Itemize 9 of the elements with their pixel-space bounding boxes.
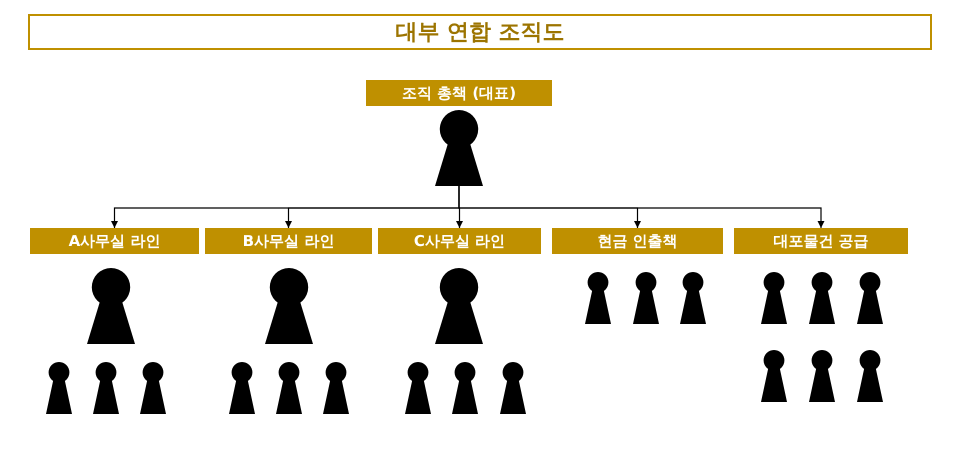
- role-label: 조직 총책 (대표): [366, 80, 552, 106]
- role-label: A사무실 라인: [30, 228, 199, 254]
- role-label: C사무실 라인: [378, 228, 541, 254]
- role-label: B사무실 라인: [205, 228, 372, 254]
- person-icon: [435, 110, 483, 186]
- arrow: [458, 186, 825, 228]
- role-label: 대포물건 공급: [734, 228, 908, 254]
- title: 대부 연합 조직도: [28, 14, 932, 50]
- role-label: 현금 인출책: [552, 228, 723, 254]
